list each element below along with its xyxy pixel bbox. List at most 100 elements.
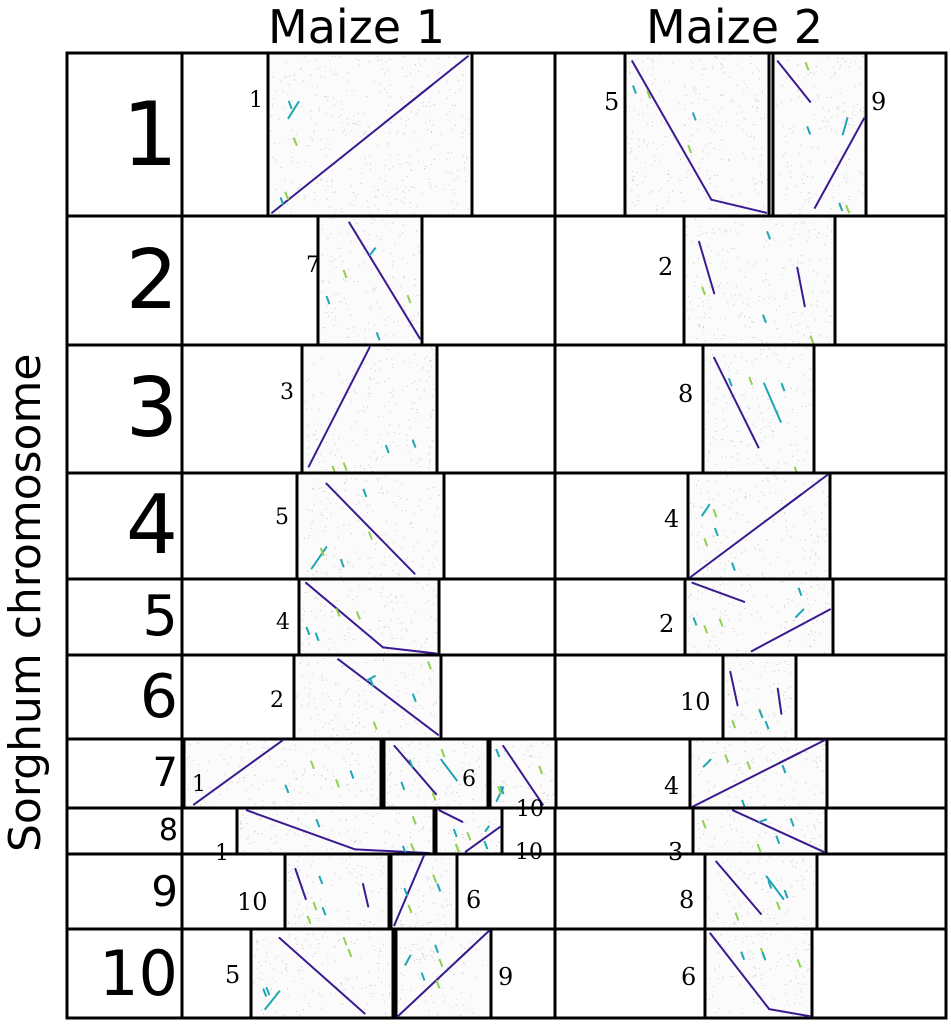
noise-dot: [384, 165, 386, 167]
noise-dot: [417, 457, 419, 459]
noise-dot: [296, 909, 298, 911]
noise-dot: [747, 950, 749, 951]
noise-dot: [749, 327, 751, 329]
noise-dot: [333, 73, 335, 75]
noise-dot: [399, 235, 401, 237]
noise-dot: [688, 317, 690, 319]
dotplot-panel: [249, 927, 395, 1020]
noise-dot: [796, 324, 798, 326]
noise-dot: [647, 124, 649, 125]
noise-dot: [357, 923, 359, 925]
noise-dot: [298, 818, 299, 820]
noise-dot: [301, 675, 303, 677]
noise-dot: [763, 349, 765, 351]
noise-dot: [630, 151, 632, 152]
noise-dot: [381, 238, 383, 240]
noise-dot: [746, 911, 748, 913]
noise-dot: [432, 951, 434, 952]
noise-dot: [801, 100, 802, 102]
noise-dot: [712, 354, 714, 356]
noise-dot: [392, 166, 394, 168]
noise-dot: [403, 963, 405, 965]
noise-dot: [786, 165, 788, 167]
noise-dot: [718, 873, 720, 875]
noise-dot: [744, 325, 746, 327]
maize-1-chromosome-label: 10: [515, 840, 543, 865]
noise-dot: [418, 459, 420, 461]
noise-dot: [695, 517, 697, 519]
noise-dot: [394, 784, 396, 785]
noise-dot: [807, 970, 808, 972]
noise-dot: [755, 881, 757, 883]
noise-dot: [785, 993, 787, 994]
noise-dot: [416, 409, 418, 411]
noise-dot: [767, 891, 769, 893]
noise-dot: [400, 497, 402, 499]
noise-dot: [462, 1004, 464, 1006]
noise-dot: [421, 828, 423, 830]
noise-dot: [717, 742, 719, 744]
noise-dot: [788, 830, 789, 832]
noise-dot: [781, 225, 783, 226]
noise-dot: [410, 317, 412, 319]
noise-dot: [845, 181, 847, 183]
noise-dot: [706, 819, 708, 821]
noise-dot: [254, 954, 256, 956]
noise-dot: [786, 749, 788, 751]
noise-dot: [814, 319, 816, 321]
noise-dot: [470, 994, 472, 996]
noise-dot: [369, 168, 371, 170]
noise-dot: [736, 829, 737, 831]
noise-dot: [400, 726, 402, 727]
noise-dot: [356, 123, 358, 125]
noise-dot: [723, 395, 725, 397]
noise-dot: [358, 680, 359, 681]
noise-dot: [406, 385, 408, 387]
noise-dot: [369, 921, 371, 923]
noise-dot: [754, 189, 756, 191]
noise-dot: [659, 159, 660, 161]
noise-dot: [473, 780, 475, 782]
noise-dot: [707, 87, 708, 89]
noise-dot: [842, 153, 844, 155]
noise-dot: [347, 830, 349, 832]
noise-dot: [744, 496, 746, 498]
noise-dot: [363, 248, 365, 250]
noise-dot: [781, 538, 783, 540]
noise-dot: [343, 298, 345, 300]
noise-dot: [724, 470, 726, 472]
noise-dot: [189, 756, 191, 757]
noise-dot: [778, 670, 780, 671]
noise-dot: [792, 571, 794, 573]
synteny-fragment: [342, 462, 348, 472]
noise-dot: [719, 584, 721, 586]
noise-dot: [766, 240, 767, 242]
noise-dot: [685, 177, 687, 178]
noise-dot: [401, 622, 403, 624]
noise-dot: [295, 938, 297, 940]
synteny-segment: [631, 60, 713, 201]
noise-dot: [326, 312, 328, 314]
noise-dot: [367, 464, 369, 466]
noise-dot: [730, 552, 732, 554]
noise-dot: [408, 419, 409, 421]
noise-dot: [369, 937, 371, 938]
noise-dot: [653, 60, 655, 62]
noise-dot: [814, 826, 816, 828]
noise-dot: [331, 611, 332, 613]
noise-dot: [711, 590, 713, 592]
noise-dot: [241, 757, 243, 759]
dotplot-panel: [623, 51, 771, 218]
noise-dot: [300, 68, 302, 70]
noise-dot: [356, 231, 357, 233]
noise-dot: [318, 461, 320, 463]
noise-dot: [785, 913, 787, 915]
noise-dot: [740, 571, 742, 573]
noise-dot: [822, 621, 824, 623]
noise-dot: [373, 682, 375, 684]
noise-dot: [794, 494, 796, 496]
noise-dot: [816, 237, 818, 238]
noise-dot: [744, 702, 746, 704]
noise-dot: [745, 819, 747, 821]
noise-dot: [430, 955, 432, 957]
